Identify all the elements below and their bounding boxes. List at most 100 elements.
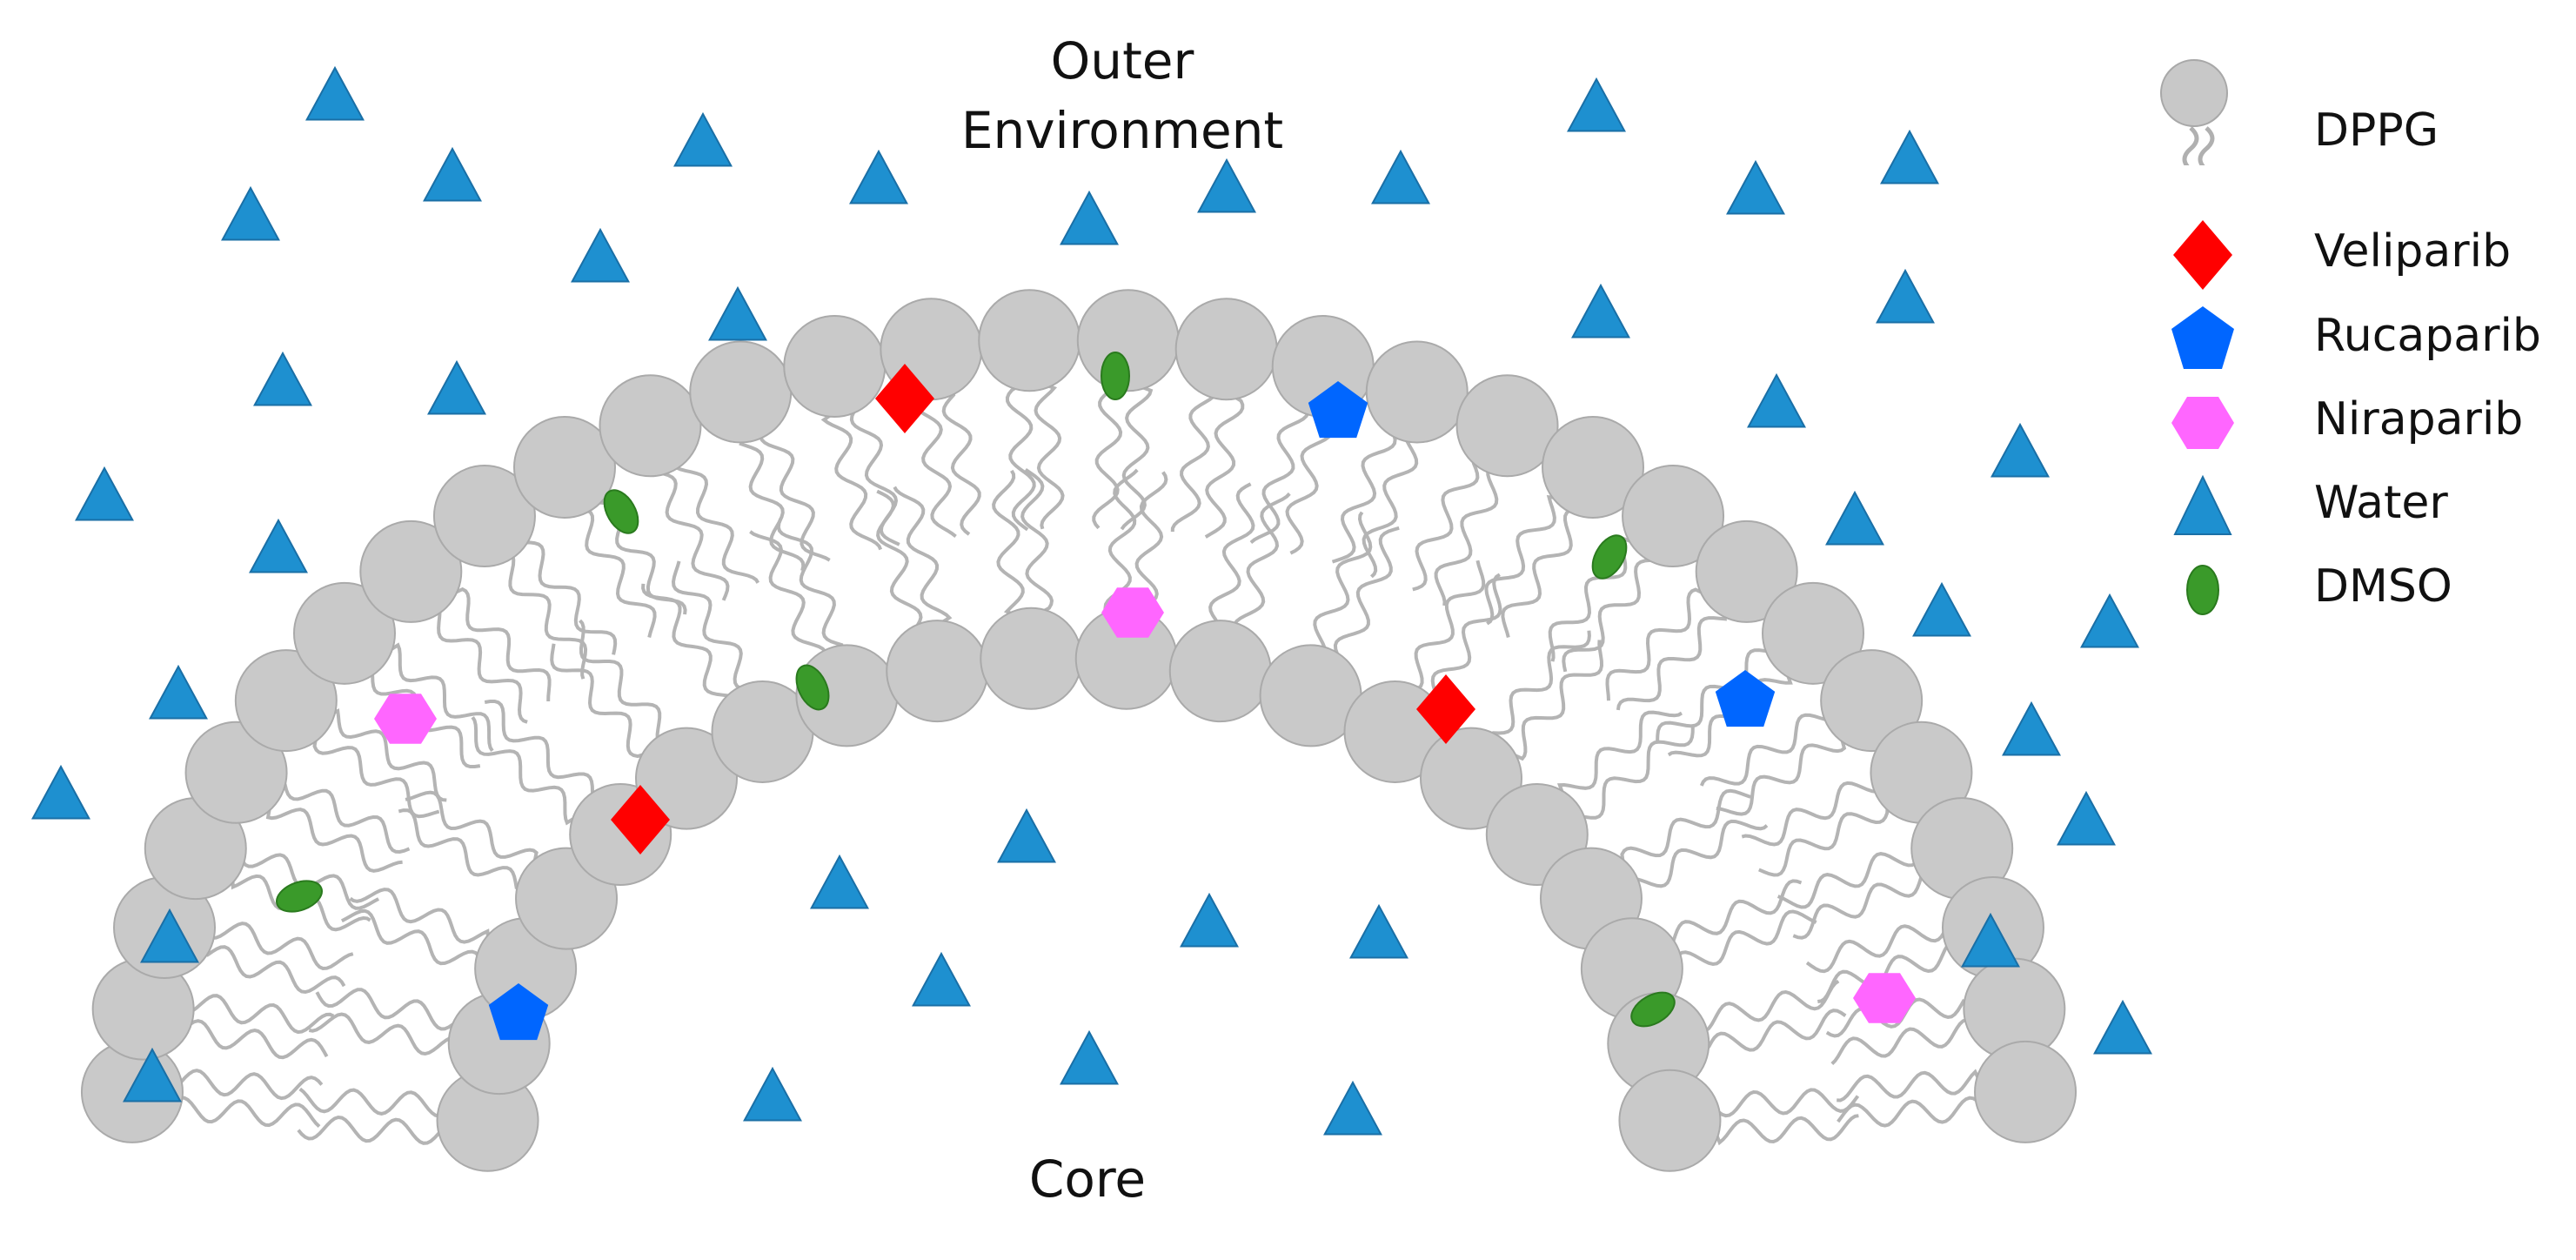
lipid-tail [1020, 467, 1054, 614]
lipid-tail [749, 530, 828, 661]
lipid-tail [1362, 437, 1419, 579]
lipid-tail [941, 391, 981, 536]
lipid-tail [912, 394, 957, 538]
lipid-head [1622, 465, 1725, 568]
lipid-tail [1170, 390, 1217, 533]
lipid-tail [1501, 508, 1581, 639]
rucaparib-molecule [488, 983, 549, 1041]
lipid-head [359, 519, 463, 623]
lipid-tail [641, 583, 731, 702]
water-molecule [1060, 1029, 1119, 1085]
water-molecule [1880, 129, 1939, 184]
legend-item-rucaparib: Rucaparib [2149, 298, 2566, 381]
lipid-tail [1620, 788, 1751, 864]
water-molecule [1961, 912, 2020, 968]
legend-item-water: Water [2149, 465, 2566, 548]
lipid-head [184, 720, 288, 824]
lipid-tail [432, 609, 528, 724]
lipid-tail [1698, 979, 1840, 1034]
dmso-molecule [603, 489, 639, 534]
water-molecule [140, 908, 199, 963]
water-molecule [997, 808, 1056, 863]
lipid-tail [1837, 1096, 1983, 1128]
lipid-tail [203, 945, 346, 995]
lipid-tail [1669, 879, 1803, 943]
lipid-tail [1232, 492, 1291, 633]
veliparib-molecule [611, 785, 670, 855]
lipid-tail [349, 888, 491, 944]
molecules-layer [31, 65, 2152, 1136]
water-molecule [1747, 372, 1806, 428]
lipid-head [1695, 519, 1798, 623]
niraparib-molecule [1853, 973, 1916, 1023]
lipid-tail [820, 412, 883, 551]
water-molecule [2080, 593, 2139, 648]
water-molecule [2002, 700, 2061, 756]
lipid-tail [1120, 385, 1154, 531]
lipid-tail [1510, 640, 1604, 761]
lipid-tail [1556, 710, 1683, 796]
lipid-tails [175, 383, 1983, 1146]
lipid-tail [1134, 471, 1168, 616]
water-molecule [1571, 283, 1630, 338]
water-molecule [1180, 892, 1239, 948]
water-molecule [708, 285, 767, 341]
core-label: Core [1028, 1149, 1147, 1209]
water-molecule [673, 111, 733, 167]
lipid-tail [1034, 383, 1065, 530]
triangle-icon [2173, 474, 2232, 535]
lipid-head [635, 727, 739, 830]
lipid-tail [387, 642, 494, 752]
lipid-icon [2160, 59, 2228, 165]
water-molecule [1567, 77, 1626, 132]
lipid-tail [1714, 1114, 1859, 1146]
lipid-tail [501, 553, 588, 680]
water-molecule [1825, 490, 1884, 546]
water-molecule [1197, 158, 1256, 213]
lipid-tail [1699, 713, 1828, 787]
lipid-tail [308, 1012, 454, 1056]
rucaparib-molecule [1715, 670, 1776, 727]
legend-label: Veliparib [2314, 225, 2512, 278]
lipid-tail [405, 790, 539, 865]
lipid-tail [298, 1087, 445, 1118]
water-molecule [1912, 581, 1971, 637]
lipid-tail [658, 470, 730, 601]
lipid-head [978, 289, 1081, 392]
lipid-tail [739, 438, 806, 572]
lipid-tail [1562, 558, 1656, 673]
legend: DPPG Veliparib Rucaparib Niraparib Water… [2149, 17, 2566, 627]
lipid-head [980, 607, 1083, 710]
lipid-tail [758, 427, 831, 562]
legend-item-dmso: DMSO [2149, 548, 2566, 632]
lipid-tail [1656, 648, 1770, 741]
lipid-tail [1581, 727, 1695, 820]
water-molecule [2093, 999, 2152, 1055]
lipid-tail [1616, 613, 1727, 711]
lipid-tail [1676, 909, 1817, 967]
water-molecule [423, 146, 482, 202]
lipid-tail [1489, 630, 1591, 737]
legend-item-niraparib: Niraparib [2149, 381, 2566, 465]
lipid-tail [1005, 385, 1036, 532]
water-molecule [1726, 159, 1785, 215]
ellipse-icon [2186, 565, 2219, 615]
lipid-tail [577, 508, 657, 638]
lipid-tail [1713, 1088, 1860, 1118]
lipid-tail [671, 560, 751, 691]
lipid-tail [1830, 1017, 1974, 1066]
lipid-head [292, 581, 396, 685]
dmso-molecule [795, 664, 830, 711]
lipid-tail [523, 540, 618, 655]
lipid-head [1974, 1040, 2078, 1143]
hexagon-icon [2171, 397, 2234, 449]
lipid-tail [175, 1096, 321, 1129]
lipid-tail [550, 643, 647, 759]
lipid-tail [1825, 997, 1969, 1038]
lipid-tail [1484, 494, 1557, 626]
lipid-tail [1412, 459, 1480, 592]
lipid-tail [1758, 805, 1890, 877]
lipid-head [783, 315, 887, 419]
water-molecule [305, 65, 365, 121]
water-molecule [1323, 1080, 1382, 1136]
